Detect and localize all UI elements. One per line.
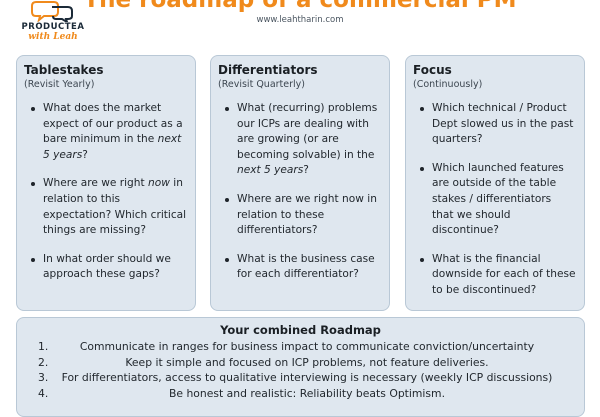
item-text: For differentiators, access to qualitati… bbox=[61, 371, 553, 384]
differentiators-card: Differentiators (Revisit Quarterly) What… bbox=[210, 55, 390, 311]
item-number: 2. bbox=[38, 355, 49, 369]
list-item: What (recurring) problems our ICPs are d… bbox=[218, 101, 381, 179]
item-number: 1. bbox=[38, 340, 49, 353]
list-item: In what order should we approach these g… bbox=[24, 252, 187, 283]
list-item: Where are we right now in relation to th… bbox=[24, 176, 187, 238]
item-number: 4. bbox=[38, 386, 49, 400]
item-text: Keep it simple and focused on ICP proble… bbox=[125, 355, 489, 369]
page-title: The roadmap of a commercial PM bbox=[83, 0, 517, 13]
card-title: Tablestakes bbox=[24, 63, 104, 77]
list-item: What does the market expect of our produ… bbox=[24, 101, 187, 163]
question-list: Which technical / Product Dept slowed us… bbox=[413, 101, 576, 299]
item-text: Communicate in ranges for business impac… bbox=[79, 340, 535, 353]
bullet-icon bbox=[225, 197, 229, 202]
card-title: Focus bbox=[413, 63, 452, 77]
tablestakes-card: Tablestakes (Revisit Yearly) What does t… bbox=[16, 55, 196, 311]
card-title: Differentiators bbox=[218, 63, 318, 77]
list-item: 4. Be honest and realistic: Reliability … bbox=[17, 387, 584, 402]
combined-roadmap-card: Your combined Roadmap 1. Communicate in … bbox=[16, 317, 585, 417]
card-subtitle: (Continuously) bbox=[413, 79, 483, 90]
bullet-icon bbox=[225, 257, 229, 262]
list-item: 3. For differentiators, access to qualit… bbox=[17, 371, 584, 386]
list-item: Which technical / Product Dept slowed us… bbox=[413, 101, 576, 148]
card-subtitle: (Revisit Yearly) bbox=[24, 79, 95, 90]
website-url: www.leahtharin.com bbox=[256, 15, 344, 25]
list-item: 2. Keep it simple and focused on ICP pro… bbox=[17, 356, 584, 371]
card-subtitle: (Revisit Quarterly) bbox=[218, 79, 305, 90]
focus-card: Focus (Continuously) Which technical / P… bbox=[405, 55, 585, 311]
bullet-icon bbox=[420, 257, 424, 262]
chat-bubble-icon bbox=[31, 1, 73, 22]
item-number: 3. bbox=[38, 371, 49, 384]
roadmap-title: Your combined Roadmap bbox=[220, 323, 381, 337]
list-item: Where are we right now in relation to th… bbox=[218, 192, 381, 239]
page-header: PRODUCTEA with Leah The roadmap of a com… bbox=[0, 0, 600, 50]
bullet-icon bbox=[31, 257, 35, 262]
logo: PRODUCTEA with Leah bbox=[14, 0, 92, 46]
list-item: 1. Communicate in ranges for business im… bbox=[17, 340, 584, 355]
question-list: What (recurring) problems our ICPs are d… bbox=[218, 101, 381, 283]
bullet-icon bbox=[420, 166, 424, 171]
list-item: What is the financial downside for each … bbox=[413, 252, 576, 299]
bullet-icon bbox=[31, 107, 35, 111]
item-text: Be honest and realistic: Reliability bea… bbox=[168, 386, 446, 400]
logo-tagline: with Leah bbox=[28, 32, 78, 42]
bullet-icon bbox=[31, 182, 35, 187]
list-item: Which launched features are outside of t… bbox=[413, 161, 576, 239]
bullet-icon bbox=[420, 107, 424, 111]
bullet-icon bbox=[225, 107, 229, 111]
logo-name: PRODUCTEA bbox=[21, 22, 85, 32]
list-item: What is the business case for each diffe… bbox=[218, 252, 381, 283]
question-list: What does the market expect of our produ… bbox=[24, 101, 187, 283]
